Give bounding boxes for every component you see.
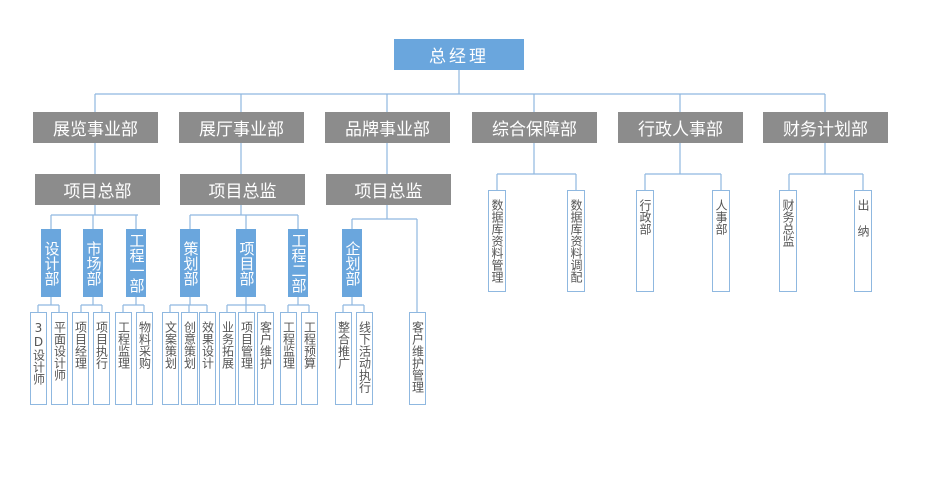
- leaf-human-resources: 人事部: [712, 190, 730, 292]
- leaf-project-execution: 项目执行: [93, 312, 110, 405]
- division-support: 综合保障部: [472, 112, 597, 143]
- leaf-client-maintenance: 客户维护: [257, 312, 274, 405]
- leaf-engineering-budget: 工程预算: [301, 312, 318, 405]
- division-finance: 财务计划部: [763, 112, 888, 143]
- leaf-engineering-supervision-2: 工程监理: [280, 312, 297, 405]
- sub-project-director-1: 项目总监: [180, 174, 305, 205]
- leaf-database-allocation: 数据库资料调配: [567, 190, 585, 292]
- leaf-effect-design: 效果设计: [199, 312, 216, 405]
- dept-engineering-2: 工程二部: [288, 229, 308, 297]
- ceo-box: 总经理: [394, 39, 524, 70]
- leaf-administration: 行政部: [636, 190, 654, 292]
- leaf-offline-events: 线下活动执行: [356, 312, 373, 405]
- leaf-creative-planning: 创意策划: [181, 312, 198, 405]
- division-admin-hr: 行政人事部: [618, 112, 743, 143]
- leaf-engineering-supervision-1: 工程监理: [115, 312, 132, 405]
- leaf-integrated-promotion: 整合推广: [335, 312, 352, 405]
- sub-project-hq: 项目总部: [35, 174, 160, 205]
- dept-engineering-1: 工程一部: [126, 229, 146, 297]
- dept-design: 设计部: [41, 229, 61, 297]
- division-showroom: 展厅事业部: [179, 112, 304, 143]
- leaf-copywriting: 文案策划: [162, 312, 179, 405]
- sub-project-director-2: 项目总监: [326, 174, 451, 205]
- leaf-project-management: 项目管理: [238, 312, 255, 405]
- dept-corporate-planning: 企划部: [342, 229, 362, 297]
- leaf-3d-designer: 3D设计师: [30, 312, 47, 405]
- dept-market: 市场部: [83, 229, 103, 297]
- leaf-client-maintenance-management: 客户维护管理: [409, 312, 426, 405]
- division-brand: 品牌事业部: [325, 112, 450, 143]
- leaf-finance-director: 财务总监: [779, 190, 797, 292]
- division-exhibition: 展览事业部: [33, 112, 158, 143]
- leaf-business-development: 业务拓展: [219, 312, 236, 405]
- dept-project: 项目部: [236, 229, 256, 297]
- leaf-project-manager: 项目经理: [72, 312, 89, 405]
- leaf-cashier: 出纳: [854, 190, 872, 292]
- leaf-graphic-designer: 平面设计师: [51, 312, 68, 405]
- leaf-database-management: 数据库资料管理: [488, 190, 506, 292]
- leaf-material-purchase: 物料采购: [136, 312, 153, 405]
- dept-planning: 策划部: [180, 229, 200, 297]
